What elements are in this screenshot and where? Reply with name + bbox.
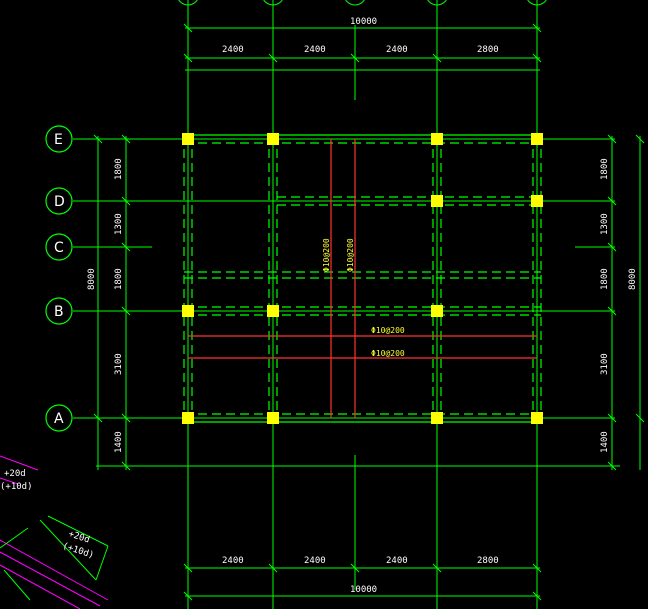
right-dimension xyxy=(607,134,645,471)
axis-bubble-C xyxy=(45,233,73,261)
rebar-label-h1: Φ10@200 xyxy=(371,326,405,335)
left-dimension xyxy=(93,134,131,471)
column-A1 xyxy=(182,412,194,424)
axis-label-E: E xyxy=(54,132,63,148)
top-span-3: 2400 xyxy=(386,45,408,55)
axis-bubble-A xyxy=(45,404,73,432)
bottom-total-dim: 10000 xyxy=(350,585,377,595)
column-B2 xyxy=(267,305,279,317)
row-axis-bubbles xyxy=(45,125,73,432)
column-E1 xyxy=(182,133,194,145)
detail-green-lines xyxy=(0,515,109,601)
right-span-4: 3100 xyxy=(600,353,610,375)
left-span-1: 1800 xyxy=(114,158,124,180)
column-A4 xyxy=(431,412,443,424)
right-span-5: 1400 xyxy=(600,431,610,453)
right-span-1: 1800 xyxy=(600,158,610,180)
bottom-span-1: 2400 xyxy=(222,556,244,566)
bottom-dimension xyxy=(183,563,542,601)
rebar-label-v1: Φ10@200 xyxy=(322,238,331,272)
beam-solid-lines xyxy=(184,134,541,423)
right-span-3: 1800 xyxy=(600,268,610,290)
detail-fragment xyxy=(0,455,109,609)
column-B4 xyxy=(431,305,443,317)
top-span-1: 2400 xyxy=(222,45,244,55)
axis-label-B: B xyxy=(54,304,64,320)
top-span-4: 2800 xyxy=(477,45,499,55)
rebar-lines xyxy=(188,139,537,418)
top-total-dim: 10000 xyxy=(350,17,377,27)
column-E4 xyxy=(431,133,443,145)
column-B1 xyxy=(182,305,194,317)
axis-bubble-D xyxy=(45,187,73,215)
detail-label-2: (+10d) xyxy=(0,482,33,492)
left-span-2: 1300 xyxy=(114,213,124,235)
left-total-dim: 8000 xyxy=(87,268,97,290)
bottom-span-3: 2400 xyxy=(386,556,408,566)
bottom-span-2: 2400 xyxy=(304,556,326,566)
column-A2 xyxy=(267,412,279,424)
bottom-span-4: 2800 xyxy=(477,556,499,566)
top-axis-bubbles xyxy=(178,0,547,6)
left-span-5: 1400 xyxy=(114,431,124,453)
axis-bubble-E xyxy=(45,125,73,153)
top-span-2: 2400 xyxy=(304,45,326,55)
column-E5 xyxy=(531,133,543,145)
column-D5 xyxy=(531,195,543,207)
columns xyxy=(182,133,543,424)
left-span-3: 1800 xyxy=(114,268,124,290)
beam-dashed-lines xyxy=(183,135,542,422)
horizontal-axis-lines xyxy=(73,138,620,467)
detail-label-1: +20d xyxy=(4,469,26,479)
axis-label-D: D xyxy=(54,194,65,210)
column-E2 xyxy=(267,133,279,145)
vertical-axis-lines xyxy=(187,0,538,609)
right-span-2: 1300 xyxy=(600,213,610,235)
axis-label-C: C xyxy=(54,240,64,256)
right-total-dim: 8000 xyxy=(628,268,638,290)
detail-label-4: (+10d) xyxy=(61,541,95,561)
rebar-label-h2: Φ10@200 xyxy=(371,349,405,358)
axis-bubble-B xyxy=(45,297,73,325)
left-span-4: 3100 xyxy=(114,353,124,375)
column-A5 xyxy=(531,412,543,424)
column-D4 xyxy=(431,195,443,207)
rebar-label-v2: Φ10@200 xyxy=(346,238,355,272)
axis-label-A: A xyxy=(54,411,64,427)
top-dimension xyxy=(183,23,542,71)
